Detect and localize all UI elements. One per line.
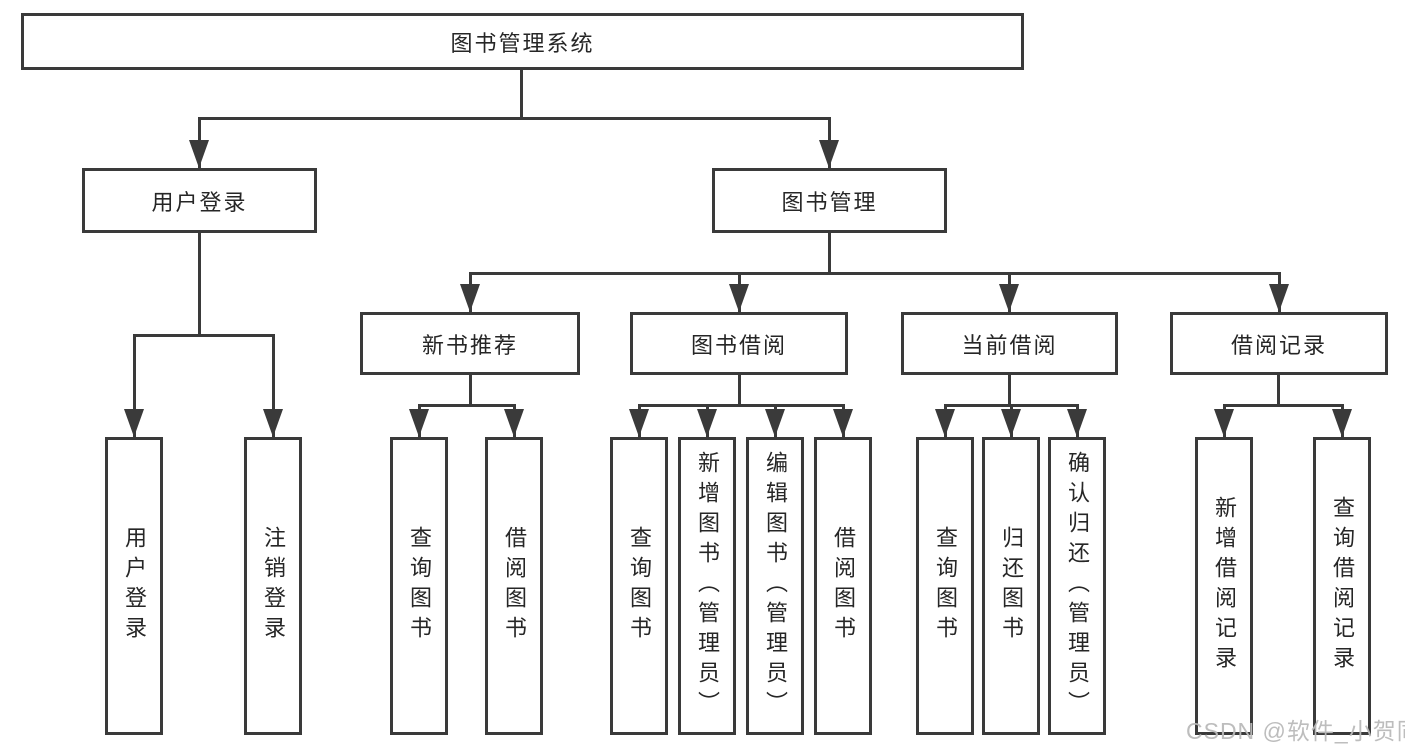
- node-label: 用户登录: [122, 526, 147, 646]
- leaf-edit-book-admin: 编辑图书（管理员）: [746, 437, 804, 735]
- node-label: 当前借阅: [961, 332, 1058, 358]
- arrow-down-icon: [263, 409, 283, 437]
- arrow-down-icon: [1332, 409, 1352, 437]
- arrow-down-icon: [460, 284, 480, 312]
- arrow-down-icon: [1067, 409, 1087, 437]
- arrow-down-icon: [935, 409, 955, 437]
- csdn-watermark: CSDN @软件_小贺同学: [1186, 718, 1405, 744]
- leaf-logout: 注销登录: [244, 437, 302, 735]
- arrow-down-icon: [765, 409, 785, 437]
- connector-line: [418, 404, 516, 407]
- arrow-down-icon: [409, 409, 429, 437]
- node-new-book-recommendation: 新书推荐: [360, 312, 580, 375]
- node-user-login: 用户登录: [82, 168, 317, 233]
- node-label: 图书管理: [781, 189, 878, 215]
- node-book-borrowing: 图书借阅: [630, 312, 848, 375]
- connector-line: [198, 233, 201, 336]
- leaf-confirm-return-admin: 确认归还（管理员）: [1048, 437, 1106, 735]
- connector-line: [1008, 375, 1011, 406]
- leaf-user-login: 用户登录: [105, 437, 163, 735]
- node-label: 借阅图书: [831, 526, 856, 646]
- node-borrowing-records: 借阅记录: [1170, 312, 1388, 375]
- connector-line: [133, 334, 136, 437]
- arrow-down-icon: [1214, 409, 1234, 437]
- node-library-management-system: 图书管理系统: [21, 13, 1024, 70]
- node-label: 查询图书: [407, 526, 432, 646]
- arrow-down-icon: [729, 284, 749, 312]
- arrow-down-icon: [124, 409, 144, 437]
- arrow-down-icon: [1001, 409, 1021, 437]
- connector-line: [272, 334, 275, 437]
- node-label: 新书推荐: [421, 332, 518, 358]
- connector-line: [1223, 404, 1344, 407]
- node-label: 确认归还（管理员）: [1065, 451, 1090, 721]
- arrow-down-icon: [999, 284, 1019, 312]
- node-label: 用户登录: [151, 189, 248, 215]
- leaf-add-book-admin: 新增图书（管理员）: [678, 437, 736, 735]
- leaf-add-borrow-record: 新增借阅记录: [1195, 437, 1253, 735]
- node-label: 新增借阅记录: [1212, 496, 1237, 676]
- leaf-query-books-recommend: 查询图书: [390, 437, 448, 735]
- connector-line: [738, 375, 741, 406]
- node-label: 借阅图书: [502, 526, 527, 646]
- connector-line: [1277, 375, 1280, 406]
- leaf-query-books-current: 查询图书: [916, 437, 974, 735]
- connector-line: [828, 233, 831, 274]
- arrow-down-icon: [629, 409, 649, 437]
- arrow-down-icon: [189, 140, 209, 168]
- node-label: 编辑图书（管理员）: [763, 451, 788, 721]
- leaf-borrow-books-borrowing: 借阅图书: [814, 437, 872, 735]
- arrow-down-icon: [1269, 284, 1289, 312]
- connector-line: [520, 69, 523, 118]
- node-label: 归还图书: [999, 526, 1024, 646]
- node-label: 新增图书（管理员）: [695, 451, 720, 721]
- node-label: 借阅记录: [1230, 332, 1327, 358]
- node-current-borrowing: 当前借阅: [901, 312, 1118, 375]
- node-label: 查询图书: [933, 526, 958, 646]
- node-label: 注销登录: [261, 526, 286, 646]
- connector-line: [469, 272, 1281, 275]
- node-book-management: 图书管理: [712, 168, 947, 233]
- node-label: 图书管理系统: [450, 30, 595, 56]
- arrow-down-icon: [819, 140, 839, 168]
- arrow-down-icon: [833, 409, 853, 437]
- leaf-query-books-borrowing: 查询图书: [610, 437, 668, 735]
- connector-line: [133, 334, 275, 337]
- leaf-return-book: 归还图书: [982, 437, 1040, 735]
- node-label: 图书借阅: [690, 332, 787, 358]
- node-label: 查询图书: [627, 526, 652, 646]
- connector-line: [198, 117, 831, 120]
- arrow-down-icon: [697, 409, 717, 437]
- node-label: 查询借阅记录: [1330, 496, 1355, 676]
- leaf-query-borrow-record: 查询借阅记录: [1313, 437, 1371, 735]
- leaf-borrow-books-recommend: 借阅图书: [485, 437, 543, 735]
- connector-line: [638, 404, 845, 407]
- arrow-down-icon: [504, 409, 524, 437]
- connector-line: [469, 375, 472, 406]
